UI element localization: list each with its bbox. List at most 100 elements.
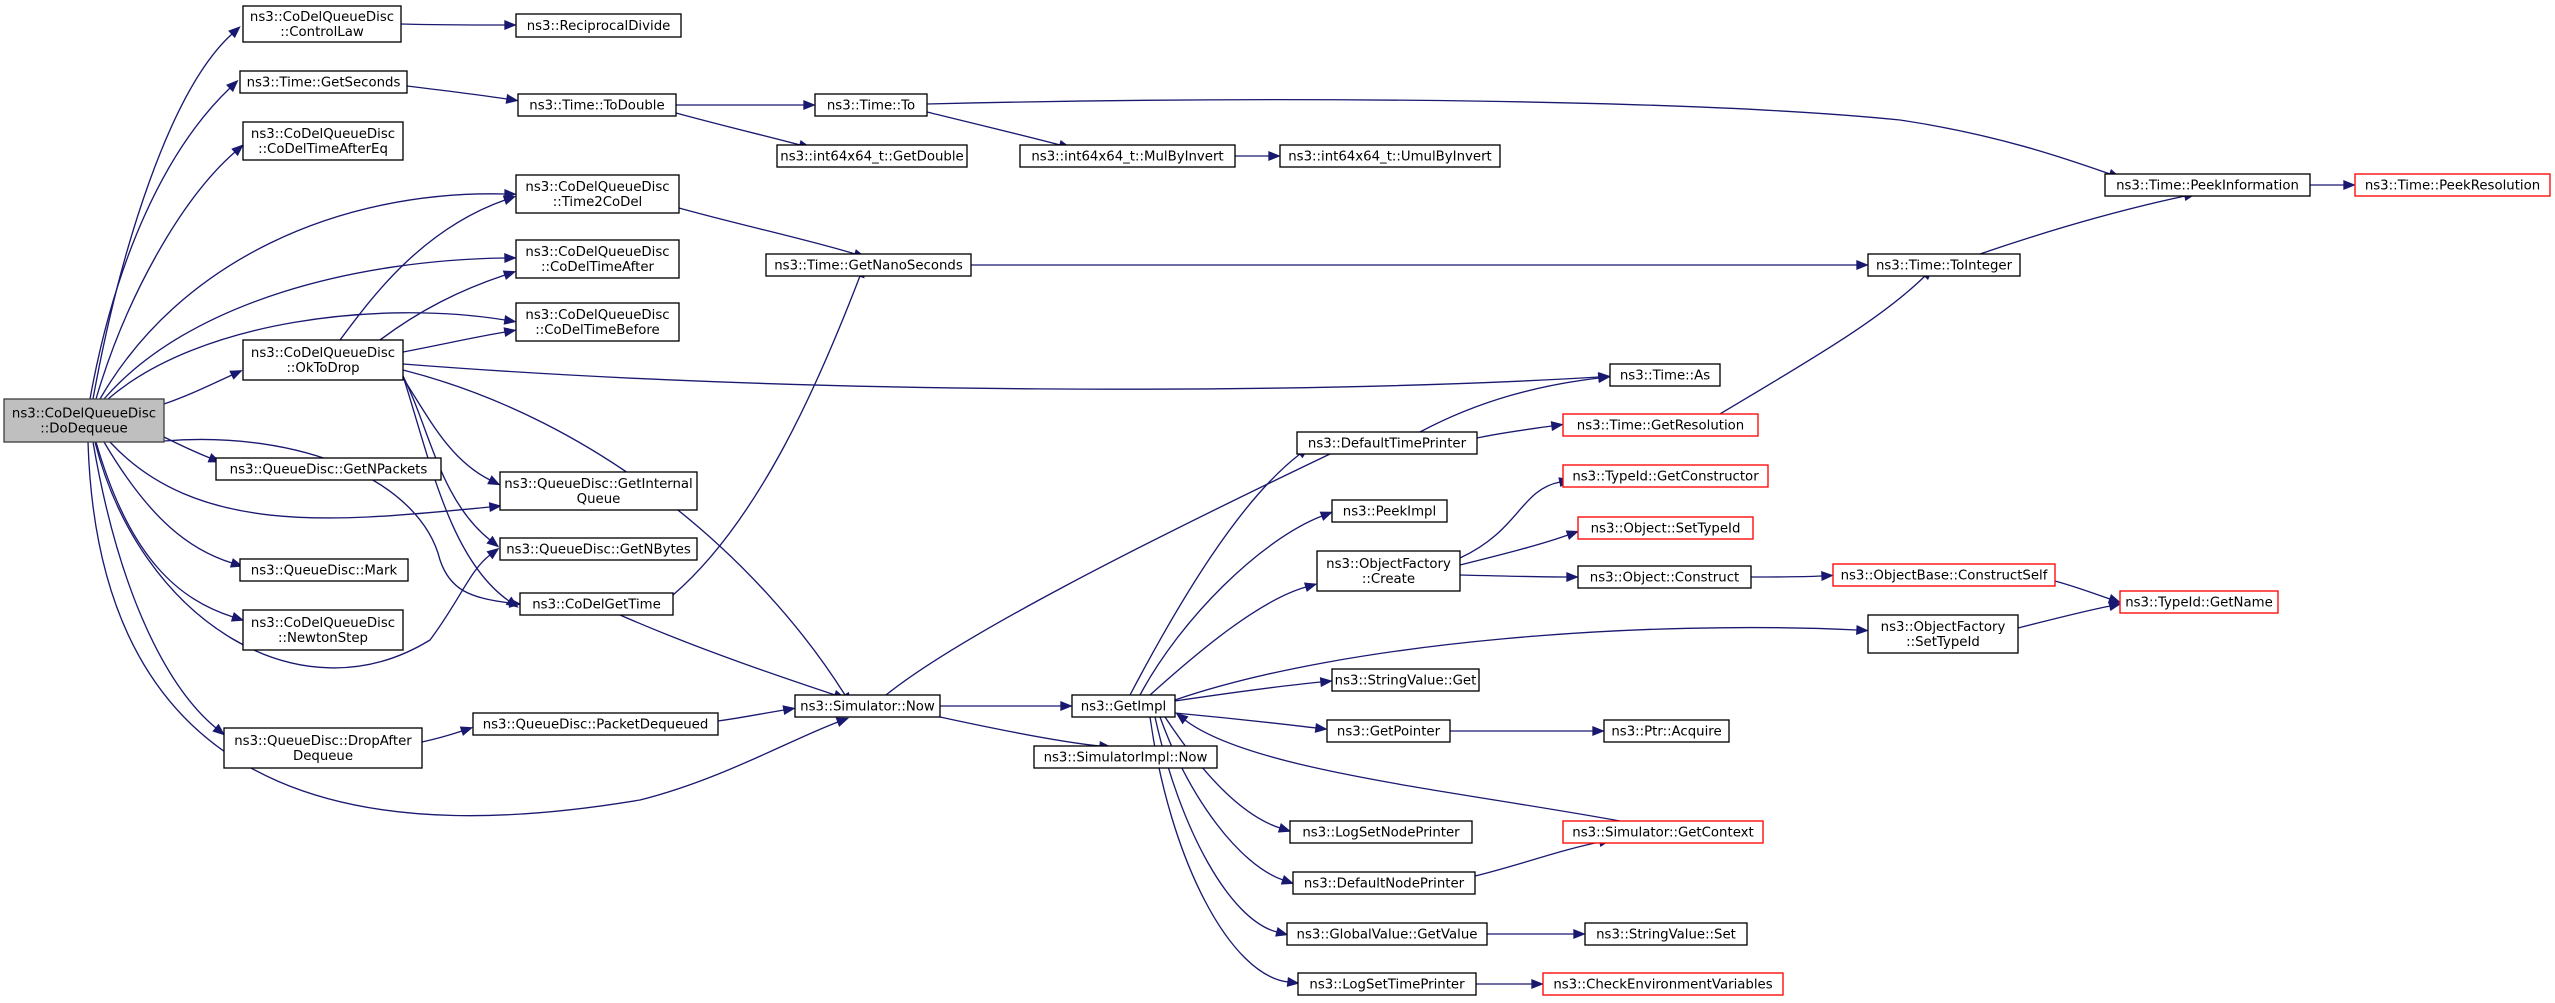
edge-line — [103, 257, 506, 400]
node-controllaw[interactable]: ns3::CoDelQueueDisc::ControlLaw — [242, 5, 402, 43]
node-checkenvvars[interactable]: ns3::CheckEnvironmentVariables — [1542, 972, 1784, 996]
edge-line — [1149, 716, 1289, 983]
node-codeltimeaftereq[interactable]: ns3::CoDelQueueDisc::CoDelTimeAfterEq — [242, 121, 404, 161]
node-box — [499, 537, 698, 561]
node-box — [242, 609, 404, 651]
node-label-line: ns3::Simulator::GetContext — [1572, 826, 1753, 841]
node-timeto[interactable]: ns3::Time::To — [814, 93, 928, 117]
node-codeltimebefore[interactable]: ns3::CoDelQueueDisc::CoDelTimeBefore — [515, 302, 680, 342]
node-label-line: ns3::DefaultTimePrinter — [1308, 437, 1467, 452]
node-label-line: ns3::QueueDisc::GetNBytes — [506, 543, 691, 558]
node-label-line: ns3::CoDelQueueDisc — [525, 245, 669, 260]
node-todouble[interactable]: ns3::Time::ToDouble — [517, 93, 677, 117]
edge-dropafterdequeue-to-packetdequeued — [421, 726, 474, 743]
node-peekresolution[interactable]: ns3::Time::PeekResolution — [2354, 173, 2551, 197]
node-objfactorysettypeid[interactable]: ns3::ObjectFactory::SetTypeId — [1867, 614, 2019, 654]
edge-dodequeue-to-dropafterdequeue — [92, 441, 226, 736]
node-objfactorycreate[interactable]: ns3::ObjectFactory::Create — [1316, 550, 1461, 592]
edge-simnow-to-getimpl — [940, 701, 1073, 711]
node-box — [1542, 972, 1784, 996]
node-box — [1316, 550, 1461, 592]
node-mark[interactable]: ns3::QueueDisc::Mark — [239, 558, 409, 582]
node-label-line: ns3::QueueDisc::GetInternal — [504, 477, 693, 492]
node-newtonstep[interactable]: ns3::CoDelQueueDisc::NewtonStep — [242, 609, 404, 651]
node-logsettimeprinter[interactable]: ns3::LogSetTimePrinter — [1297, 972, 1477, 996]
node-simimplnow[interactable]: ns3::SimulatorImpl::Now — [1033, 745, 1218, 769]
node-label-line: ::Time2CoDel — [553, 195, 643, 210]
node-codelgettime[interactable]: ns3::CoDelGetTime — [519, 592, 674, 616]
node-reciprocaldivide[interactable]: ns3::ReciprocalDivide — [515, 13, 682, 38]
edge-line — [1459, 534, 1569, 566]
node-label-line: ns3::CoDelGetTime — [532, 598, 661, 613]
node-codeltimeafter[interactable]: ns3::CoDelQueueDisc::CoDelTimeAfter — [515, 239, 680, 279]
node-box — [776, 144, 968, 168]
node-getnpackets[interactable]: ns3::QueueDisc::GetNPackets — [215, 457, 442, 481]
node-label-line: ::ControlLaw — [280, 25, 364, 40]
edge-line — [672, 275, 861, 596]
node-getnanoseconds[interactable]: ns3::Time::GetNanoSeconds — [765, 253, 972, 277]
node-stringvalueset[interactable]: ns3::StringValue::Set — [1584, 922, 1748, 946]
edge-line — [1129, 453, 1301, 696]
node-packetdequeued[interactable]: ns3::QueueDisc::PacketDequeued — [472, 712, 719, 736]
node-dodequeue[interactable]: ns3::CoDelQueueDisc::DoDequeue — [3, 398, 165, 443]
edge-getimpl-to-getpointer — [1174, 712, 1328, 733]
node-getnbytes[interactable]: ns3::QueueDisc::GetNBytes — [499, 537, 698, 561]
node-box — [1071, 694, 1176, 718]
node-getresolution[interactable]: ns3::Time::GetResolution — [1562, 413, 1759, 437]
node-mulbyinvert[interactable]: ns3::int64x64_t::MulByInvert — [1019, 144, 1236, 168]
node-box — [1577, 516, 1754, 540]
node-simnow[interactable]: ns3::Simulator::Now — [794, 694, 941, 718]
node-typeidgetname[interactable]: ns3::TypeId::GetName — [2119, 590, 2279, 614]
node-objconstruct[interactable]: ns3::Object::Construct — [1577, 565, 1752, 589]
edge-getimpl-to-objfactorysettypeid — [1174, 624, 1869, 701]
edge-line — [421, 730, 463, 743]
node-label-line: ns3::int64x64_t::MulByInvert — [1031, 150, 1223, 165]
arrowhead — [1268, 151, 1281, 161]
node-peekimpl[interactable]: ns3::PeekImpl — [1331, 499, 1448, 523]
arrowhead — [504, 20, 517, 30]
edge-line — [406, 85, 508, 100]
edge-objfactorycreate-to-objconstruct — [1459, 572, 1579, 582]
node-settypeid_obj[interactable]: ns3::Object::SetTypeId — [1577, 516, 1754, 540]
node-timeas[interactable]: ns3::Time::As — [1609, 363, 1721, 387]
node-time2codel[interactable]: ns3::CoDelQueueDisc::Time2CoDel — [515, 174, 680, 214]
node-simgetcontext[interactable]: ns3::Simulator::GetContext — [1562, 820, 1764, 844]
node-label-line: ns3::QueueDisc::PacketDequeued — [483, 718, 709, 733]
node-box — [242, 5, 402, 43]
node-box — [1867, 253, 2021, 277]
arrowhead — [1060, 701, 1073, 711]
function-nodes: ns3::CoDelQueueDisc::DoDequeuens3::CoDel… — [3, 5, 2551, 996]
node-label-line: ns3::QueueDisc::Mark — [251, 564, 398, 579]
node-constructself[interactable]: ns3::ObjectBase::ConstructSelf — [1832, 563, 2056, 587]
node-getimpl[interactable]: ns3::GetImpl — [1071, 694, 1176, 718]
node-label-line: ns3::SimulatorImpl::Now — [1044, 751, 1208, 766]
node-label-line: ::NewtonStep — [278, 631, 368, 646]
node-logsetnodeprinter[interactable]: ns3::LogSetNodePrinter — [1289, 820, 1473, 844]
node-getseconds[interactable]: ns3::Time::GetSeconds — [239, 70, 408, 94]
node-getpointer[interactable]: ns3::GetPointer — [1326, 719, 1451, 743]
edge-line — [1164, 716, 1281, 829]
node-defaulttimeprinter[interactable]: ns3::DefaultTimePrinter — [1296, 431, 1478, 455]
node-getdouble[interactable]: ns3::int64x64_t::GetDouble — [776, 144, 968, 168]
node-ptracquire[interactable]: ns3::Ptr::Acquire — [1603, 719, 1730, 743]
node-umulbyinvert[interactable]: ns3::int64x64_t::UmulByInvert — [1279, 144, 1501, 168]
node-label-line: ns3::ObjectBase::ConstructSelf — [1841, 569, 2048, 584]
node-tointeger[interactable]: ns3::Time::ToInteger — [1867, 253, 2021, 277]
node-defaultnodeprinter[interactable]: ns3::DefaultNodePrinter — [1292, 871, 1476, 895]
node-box — [215, 457, 442, 481]
node-box — [1019, 144, 1236, 168]
node-box — [2104, 173, 2311, 197]
node-peekinformation[interactable]: ns3::Time::PeekInformation — [2104, 173, 2311, 197]
edge-line — [926, 111, 1061, 146]
node-box — [1326, 719, 1451, 743]
node-globalvaluegetvalue[interactable]: ns3::GlobalValue::GetValue — [1286, 922, 1488, 946]
node-oktodrop[interactable]: ns3::CoDelQueueDisc::OkToDrop — [242, 339, 404, 381]
node-getconstructor[interactable]: ns3::TypeId::GetConstructor — [1562, 464, 1769, 488]
edge-line — [1474, 841, 1601, 877]
node-stringvalueget[interactable]: ns3::StringValue::Get — [1331, 668, 1480, 692]
edge-timeto-to-mulbyinvert — [926, 111, 1072, 150]
node-label-line: ns3::LogSetNodePrinter — [1302, 826, 1460, 841]
arrowhead — [2343, 180, 2356, 190]
